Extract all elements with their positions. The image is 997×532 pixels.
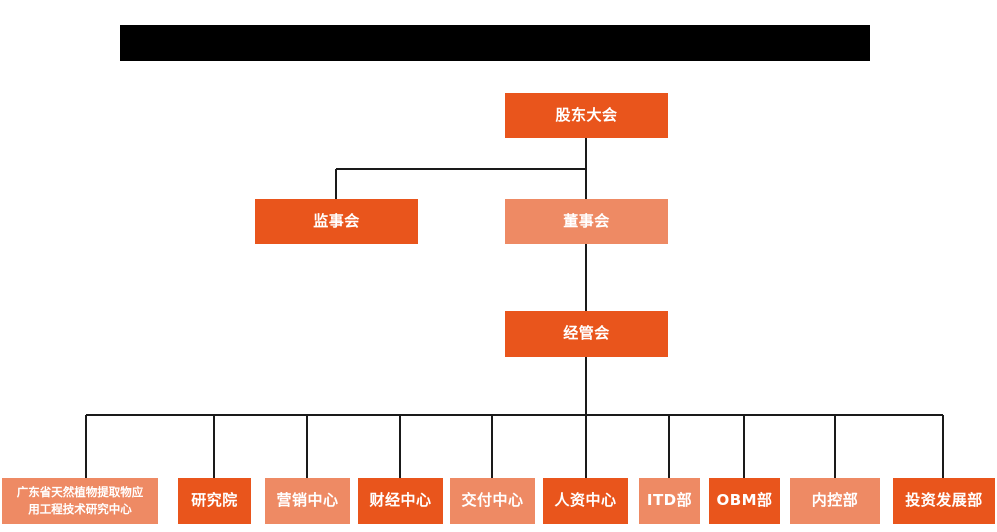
org-node-label-line1: 广东省天然植物提取物应 — [16, 485, 144, 500]
org-node-label: 营销中心 — [276, 491, 339, 510]
org-node-shareholders[interactable]: 股东大会 — [505, 93, 668, 138]
org-node-marketing-center[interactable]: 营销中心 — [265, 478, 350, 524]
org-node-label: 经管会 — [563, 324, 610, 343]
org-node-institute[interactable]: 研究院 — [178, 478, 251, 524]
org-node-hr-center[interactable]: 人资中心 — [543, 478, 628, 524]
org-node-label: 股东大会 — [555, 105, 618, 124]
org-node-label: 内控部 — [811, 491, 859, 510]
org-node-label: 人资中心 — [554, 491, 617, 510]
org-node-internal-control-dept[interactable]: 内控部 — [790, 478, 880, 524]
org-node-itd-dept[interactable]: ITD部 — [639, 478, 700, 524]
org-node-delivery-center[interactable]: 交付中心 — [450, 478, 535, 524]
org-node-obm-dept[interactable]: OBM部 — [709, 478, 780, 524]
org-node-label: 投资发展部 — [905, 491, 983, 510]
org-node-finance-center[interactable]: 财经中心 — [358, 478, 443, 524]
org-node-label: 财经中心 — [369, 491, 432, 510]
org-node-label: 董事会 — [563, 211, 610, 230]
org-node-label: ITD部 — [646, 491, 693, 510]
org-node-supervisors[interactable]: 监事会 — [255, 199, 418, 244]
org-node-label: 交付中心 — [461, 491, 524, 510]
redacted-title-bar — [120, 25, 870, 61]
org-node-label: 研究院 — [191, 491, 238, 510]
org-node-label-line2: 用工程技术研究中心 — [28, 502, 132, 516]
org-node-investment-development-dept[interactable]: 投资发展部 — [893, 478, 995, 524]
org-node-label: 监事会 — [313, 211, 360, 230]
org-node-management[interactable]: 经管会 — [505, 311, 668, 357]
org-node-research-center[interactable]: 广东省天然植物提取物应 用工程技术研究中心 — [2, 478, 158, 524]
org-node-label: OBM部 — [716, 491, 773, 510]
org-node-directors[interactable]: 董事会 — [505, 199, 668, 244]
org-node-label-multiline: 广东省天然植物提取物应 用工程技术研究中心 — [13, 484, 148, 517]
